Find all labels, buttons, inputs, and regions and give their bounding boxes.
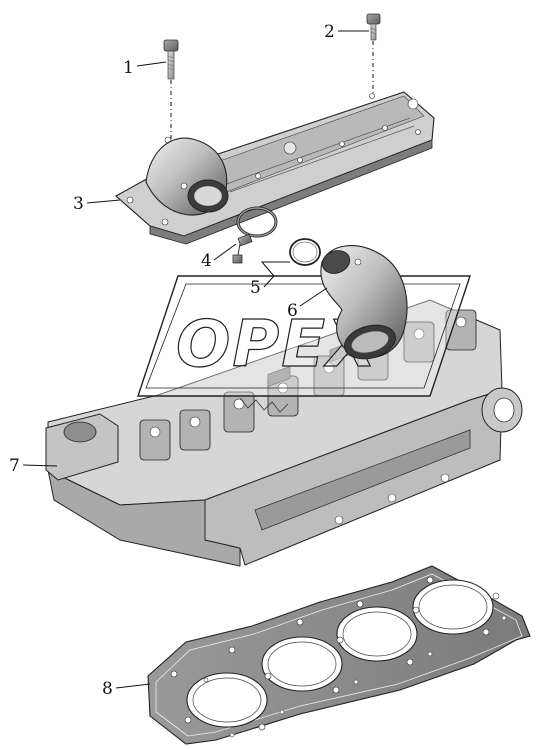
callout-7: 7 bbox=[9, 456, 58, 476]
callout-number-4: 4 bbox=[201, 251, 212, 271]
callout-number-2: 2 bbox=[324, 22, 335, 42]
callout-2: 2 bbox=[324, 22, 369, 42]
callout-number-3: 3 bbox=[73, 194, 84, 214]
watermark: OPEX bbox=[137, 275, 471, 397]
callout-number-1: 1 bbox=[123, 58, 134, 78]
bolt-part-2 bbox=[366, 13, 381, 41]
callout-5: 5 bbox=[250, 261, 290, 298]
callout-number-6: 6 bbox=[287, 301, 298, 321]
elbow-pipe-part-6 bbox=[320, 245, 408, 360]
bolt-part-1 bbox=[163, 39, 179, 80]
cover-plate-part-3 bbox=[115, 91, 435, 245]
callout-6: 6 bbox=[287, 287, 328, 321]
callout-1: 1 bbox=[123, 58, 167, 78]
o-ring-part-5 bbox=[289, 238, 321, 266]
cylinder-head-part-7 bbox=[45, 299, 523, 567]
callout-8: 8 bbox=[102, 679, 151, 699]
head-gasket-part-8 bbox=[147, 565, 531, 745]
callout-number-5: 5 bbox=[250, 278, 261, 298]
callout-4: 4 bbox=[201, 243, 237, 271]
callout-3: 3 bbox=[73, 194, 121, 214]
callout-number-8: 8 bbox=[102, 679, 113, 699]
hose-clamp-part-4 bbox=[232, 206, 278, 264]
callout-number-7: 7 bbox=[9, 456, 20, 476]
